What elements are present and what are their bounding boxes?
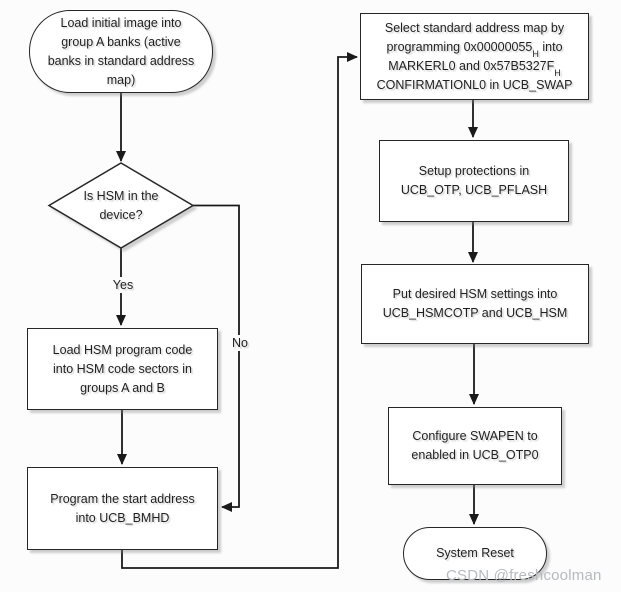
configure-swapen-step: Configure SWAPEN to enabled in UCB_OTP0 [388, 407, 562, 485]
decision-diamond-shape [47, 162, 195, 249]
no-branch-label: No [223, 335, 257, 351]
select-map-step: Select standard address map by programmi… [360, 13, 589, 100]
end-terminator-text: System Reset [436, 546, 514, 560]
program-start-step: Program the start address into UCB_BMHD [27, 467, 218, 550]
end-terminator: System Reset [403, 527, 547, 580]
load-hsm-step: Load HSM program code into HSM code sect… [27, 328, 218, 410]
setup-protections-step-text: Setup protections in UCB_OTP, UCB_PFLASH [400, 164, 548, 197]
program-start-step-text: Program the start address into UCB_BMHD [50, 491, 195, 525]
setup-protections-step: Setup protections in UCB_OTP, UCB_PFLASH [379, 140, 569, 222]
select-map-line1: Select standard address map by [384, 20, 565, 35]
decision-node: Is HSM in the device? [55, 183, 187, 228]
configure-swapen-step-text: Configure SWAPEN to enabled in UCB_OTP0 [411, 429, 539, 462]
put-hsm-settings-step: Put desired HSM settings into UCB_HSMCOT… [361, 264, 589, 344]
yes-branch-label: Yes [104, 277, 142, 293]
start-terminator: Load initial image into group A banks (a… [29, 10, 213, 93]
decision-text: Is HSM in the device? [83, 188, 159, 222]
hex-subscript: H [554, 68, 561, 78]
select-map-line2: programming 0x00000055H into [386, 39, 563, 59]
put-hsm-settings-step-text: Put desired HSM settings into UCB_HSMCOT… [382, 287, 568, 320]
select-map-line4: CONFIRMATIONL0 in UCB_SWAP [376, 77, 573, 92]
watermark-text: CSDN @freshcoolman [446, 567, 602, 584]
hex-subscript: H [532, 49, 539, 59]
connector-programstart-to-selectmap [121, 52, 358, 569]
select-map-line3: MARKERL0 and 0x57B5327FH [388, 58, 561, 78]
connector-no-branch [193, 204, 240, 512]
start-terminator-text: Load initial image into group A banks (a… [47, 15, 195, 87]
load-hsm-step-text: Load HSM program code into HSM code sect… [52, 342, 193, 395]
